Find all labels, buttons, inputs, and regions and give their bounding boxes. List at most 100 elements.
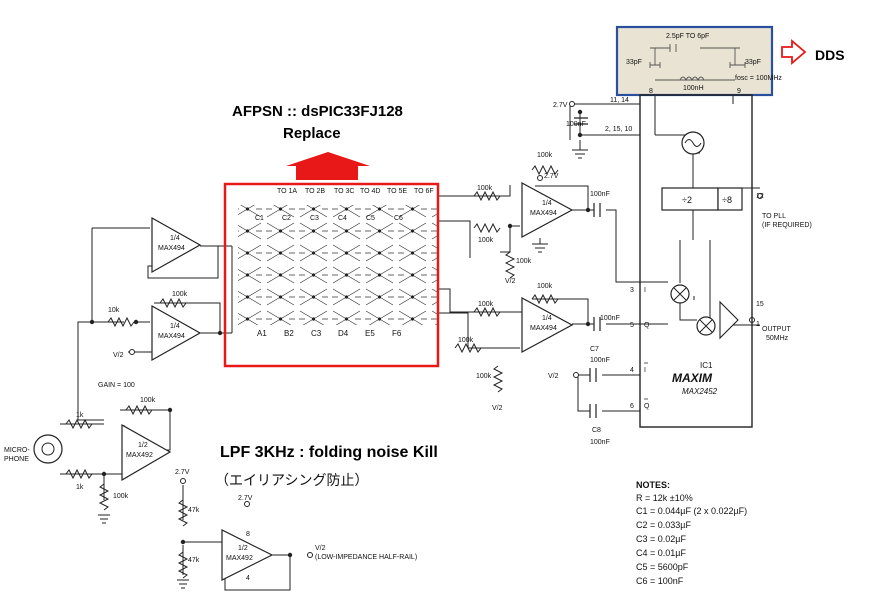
opamp-3-part: MAX494 [530, 210, 557, 217]
svg-text:10k: 10k [108, 307, 120, 314]
opamp-3-frac: 1/4 [542, 200, 552, 207]
notes-title: NOTES: [636, 480, 670, 490]
to-label: TO 1A [277, 188, 297, 195]
svg-text:C8: C8 [592, 427, 601, 434]
resistor-icon [65, 468, 93, 480]
svg-text:100k: 100k [478, 301, 494, 308]
svg-text:100nF: 100nF [590, 439, 610, 446]
opamp-6: 1/2 MAX492 8 4 [221, 529, 274, 582]
divider-8-box [717, 187, 743, 211]
svg-text:2.7V: 2.7V [553, 102, 568, 109]
low-impedance-label: (LOW-IMPEDANCE HALF-RAIL) [315, 554, 417, 561]
osc-cap-left: 33pF [626, 59, 642, 66]
opamp-6-pin4: 4 [246, 575, 250, 582]
resistor-icon [454, 342, 482, 354]
resistor-icon [473, 190, 501, 202]
note-line: C5 = 5600pF [636, 562, 689, 572]
divider-8-label: ÷8 [722, 195, 732, 205]
dds-highlight-box [615, 25, 774, 97]
out-label: F6 [392, 329, 402, 338]
pin-6: 6 [630, 403, 634, 410]
ic-part: MAX2452 [682, 387, 718, 396]
svg-text:100nF: 100nF [600, 315, 620, 322]
right-arrow-icon [781, 39, 807, 65]
resistor-icon [107, 316, 135, 328]
notes: NOTES: R = 12k ±10% C1 = 0.044µF (2 x 0.… [636, 480, 747, 586]
ic-brand: MAXIM [672, 371, 713, 385]
svg-text:1k: 1k [76, 484, 84, 491]
to-label: TO 5E [387, 188, 407, 195]
opamp-1-part: MAX494 [158, 245, 185, 252]
opamp-1: 1/4 MAX494 [151, 216, 202, 274]
svg-text:V/2: V/2 [548, 373, 559, 380]
resistor-icon [531, 293, 559, 305]
osc-inductor: 100nH [683, 85, 704, 92]
svg-text:100nF: 100nF [566, 121, 586, 128]
svg-text:100k: 100k [113, 493, 129, 500]
resistor-icon [98, 483, 110, 511]
opamp-2: 1/4 MAX494 [151, 304, 202, 362]
afpsn-label: AFPSN :: dsPIC33FJ128 [232, 103, 403, 120]
to-label: TO 3C [334, 188, 355, 195]
pin-5: 5 [630, 322, 634, 329]
svg-text:100k: 100k [477, 185, 493, 192]
filter-to-labels: TO 1A TO 2B TO 3C TO 4D TO 5E TO 6F [277, 188, 434, 195]
out-label: D4 [338, 329, 349, 338]
pin-qbar: Q [644, 403, 650, 410]
replace-label: Replace [283, 125, 341, 142]
to-label: TO 6F [414, 188, 434, 195]
oscillator-block: 2.5pF TO 6pF 33pF 33pF 100nH fosc = 100M… [615, 25, 782, 97]
opamp-5-part: MAX492 [126, 452, 153, 459]
resistor-icon [65, 418, 93, 430]
filter-cap-labels: C1 C2 C3 C4 C5 C6 [255, 215, 403, 222]
component-labels: 2.7V 100nF 100k 2.7V 100k 100k 100k V/2 … [76, 102, 620, 564]
v2-out-label: V/2 [315, 545, 326, 552]
svg-text:100k: 100k [172, 291, 188, 298]
divider-2-label: ÷2 [682, 195, 692, 205]
capacitor-icon [574, 117, 588, 125]
note-line: C6 = 100nF [636, 576, 684, 586]
capacitors [574, 117, 601, 418]
resistor-icon [159, 297, 187, 309]
mixer-icon [696, 316, 716, 336]
svg-text:100k: 100k [537, 152, 553, 159]
resistor-icon [177, 499, 189, 527]
resistor-icon [177, 551, 189, 579]
ground-icon [532, 238, 548, 253]
mixer-icon [670, 284, 690, 304]
resistor-icon [473, 222, 501, 234]
output-buffer [719, 300, 739, 340]
opamp-2-frac: 1/4 [170, 323, 180, 330]
output-freq: 50MHz [766, 335, 789, 342]
svg-text:GAIN = 100: GAIN = 100 [98, 382, 135, 389]
cap-label: C2 [282, 215, 291, 222]
pin-q: Q [644, 322, 650, 329]
svg-text:100k: 100k [476, 373, 492, 380]
svg-text:V/2: V/2 [505, 278, 516, 285]
ic-name: IC1 [700, 361, 713, 370]
capacitor-icon [593, 317, 601, 331]
opamp-6-pin8: 8 [246, 531, 250, 538]
note-line: C3 = 0.02µF [636, 534, 686, 544]
svg-text:2.7V: 2.7V [544, 173, 559, 180]
filter-bottom-labels: A1 B2 C3 D4 E5 F6 [257, 329, 402, 338]
capacitor-icon [589, 368, 597, 382]
cap-label: C6 [394, 215, 403, 222]
svg-text:C7: C7 [590, 346, 599, 353]
note-line: C1 = 0.044µF (2 x 0.022µF) [636, 506, 747, 516]
opamp-6-frac: 1/2 [238, 545, 248, 552]
to-pll: TO PLL [762, 213, 786, 220]
note-line: R = 12k ±10% [636, 493, 693, 503]
svg-text:100k: 100k [140, 397, 156, 404]
out-label: C3 [311, 329, 322, 338]
capacitor-icon [589, 404, 597, 418]
microphone-label-2: PHONE [4, 456, 29, 463]
svg-text:2.7V: 2.7V [175, 469, 190, 476]
pins-side: 2, 15, 10 [605, 126, 632, 133]
afpsn-highlight-box [223, 182, 440, 368]
osc-cap-right: 33pF [745, 59, 761, 66]
terminals [129, 101, 763, 558]
svg-text:100k: 100k [458, 337, 474, 344]
note-line: C4 = 0.01µF [636, 548, 686, 558]
